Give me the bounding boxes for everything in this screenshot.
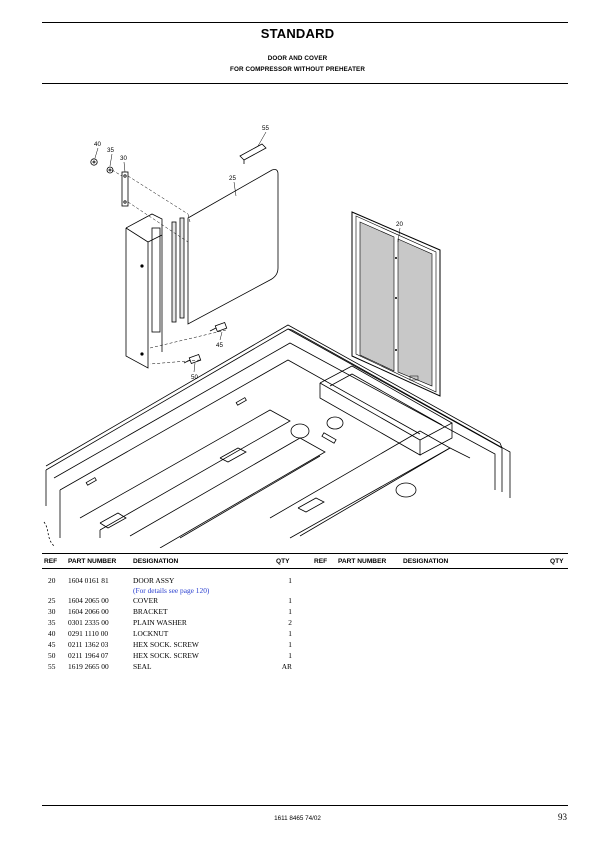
row-ref: 55	[48, 662, 56, 671]
callout-20: 20	[396, 221, 403, 228]
cover-panel	[125, 169, 279, 369]
table-header-rule	[42, 568, 568, 569]
col-header-ref: REF	[44, 558, 58, 565]
col-header-qty: QTY	[276, 558, 290, 565]
page-subtitle-1: DOOR AND COVER	[267, 55, 328, 62]
table-row: 55 1619 2665 00 SEAL AR	[0, 662, 595, 673]
row-ref: 30	[48, 607, 56, 616]
col-header-designation: DESIGNATION	[133, 558, 179, 565]
table-row: 20 1604 0161 81 DOOR ASSY 1	[0, 576, 595, 587]
table-row: (For details see page 120)	[0, 586, 595, 597]
row-ref: 45	[48, 640, 56, 649]
base-frame	[43, 324, 511, 549]
door-assembly	[351, 211, 441, 397]
table-top-rule	[42, 553, 568, 554]
row-part-number: 1604 2065 00	[68, 596, 109, 605]
row-designation: HEX SOCK. SCREW	[133, 651, 199, 660]
table-row: 45 0211 1362 03 HEX SOCK. SCREW 1	[0, 640, 595, 651]
table-row: 25 1604 2065 00 COVER 1	[0, 596, 595, 607]
row-part-number: 1604 0161 81	[68, 576, 109, 585]
row-ref: 25	[48, 596, 56, 605]
row-designation: HEX SOCK. SCREW	[133, 640, 199, 649]
callout-leaders	[94, 131, 401, 373]
seal-part	[239, 143, 267, 164]
top-rule	[42, 22, 568, 23]
page-subtitle-2: FOR COMPRESSOR WITHOUT PREHEATER	[230, 66, 365, 73]
row-qty: 1	[288, 576, 292, 585]
callout-25: 25	[229, 175, 236, 182]
row-designation: SEAL	[133, 662, 152, 671]
col-header-part-number-right: PART NUMBER	[338, 558, 387, 565]
row-part-number: 1619 2665 00	[68, 662, 109, 671]
callout-35: 35	[107, 147, 114, 154]
row-designation: DOOR ASSY	[133, 576, 175, 585]
header-rule	[42, 83, 568, 84]
col-header-part-number: PART NUMBER	[68, 558, 117, 565]
callout-45: 45	[216, 342, 223, 349]
table-row: 40 0291 1110 00 LOCKNUT 1	[0, 629, 595, 640]
details-page-link[interactable]: (For details see page 120)	[133, 586, 210, 595]
row-designation: BRACKET	[133, 607, 168, 616]
row-part-number: 0301 2335 00	[68, 618, 109, 627]
screws	[183, 321, 228, 365]
row-qty: 1	[288, 596, 292, 605]
row-designation: LOCKNUT	[133, 629, 169, 638]
row-designation: COVER	[133, 596, 159, 605]
col-header-designation-right: DESIGNATION	[403, 558, 449, 565]
row-qty: AR	[281, 662, 292, 671]
callout-50: 50	[191, 374, 198, 381]
table-row: 35 0301 2335 00 PLAIN WASHER 2	[0, 618, 595, 629]
row-part-number: 1604 2066 00	[68, 607, 109, 616]
callout-30: 30	[120, 155, 127, 162]
row-ref: 35	[48, 618, 56, 627]
row-qty: 1	[288, 640, 292, 649]
row-qty: 2	[288, 618, 292, 627]
row-qty: 1	[288, 651, 292, 660]
row-ref: 50	[48, 651, 56, 660]
exploded-view-drawing: 40 35 30 55 25 20 45 50	[43, 125, 511, 549]
row-ref: 20	[48, 576, 56, 585]
footer-rule	[42, 805, 568, 806]
col-header-ref-right: REF	[314, 558, 328, 565]
table-row: 50 0211 1964 07 HEX SOCK. SCREW 1	[0, 651, 595, 662]
row-part-number: 0211 1362 03	[68, 640, 109, 649]
assembly-lines	[111, 169, 227, 365]
table-row: 30 1604 2066 00 BRACKET 1	[0, 607, 595, 618]
callout-55: 55	[262, 125, 269, 132]
row-part-number: 0291 1110 00	[68, 629, 109, 638]
bracket-part	[121, 171, 129, 207]
row-qty: 1	[288, 629, 292, 638]
page-number: 93	[558, 812, 567, 822]
page-title: STANDARD	[260, 26, 335, 41]
row-ref: 40	[48, 629, 56, 638]
locknut-washer	[90, 158, 114, 174]
callout-40: 40	[94, 141, 101, 148]
row-designation: PLAIN WASHER	[133, 618, 187, 627]
row-part-number: 0211 1964 07	[68, 651, 109, 660]
col-header-qty-right: QTY	[550, 558, 564, 565]
document-number: 1611 8465 74/02	[274, 815, 321, 822]
row-qty: 1	[288, 607, 292, 616]
exploded-view-figure: 40 35 30 55 25 20 45 50	[40, 118, 570, 549]
